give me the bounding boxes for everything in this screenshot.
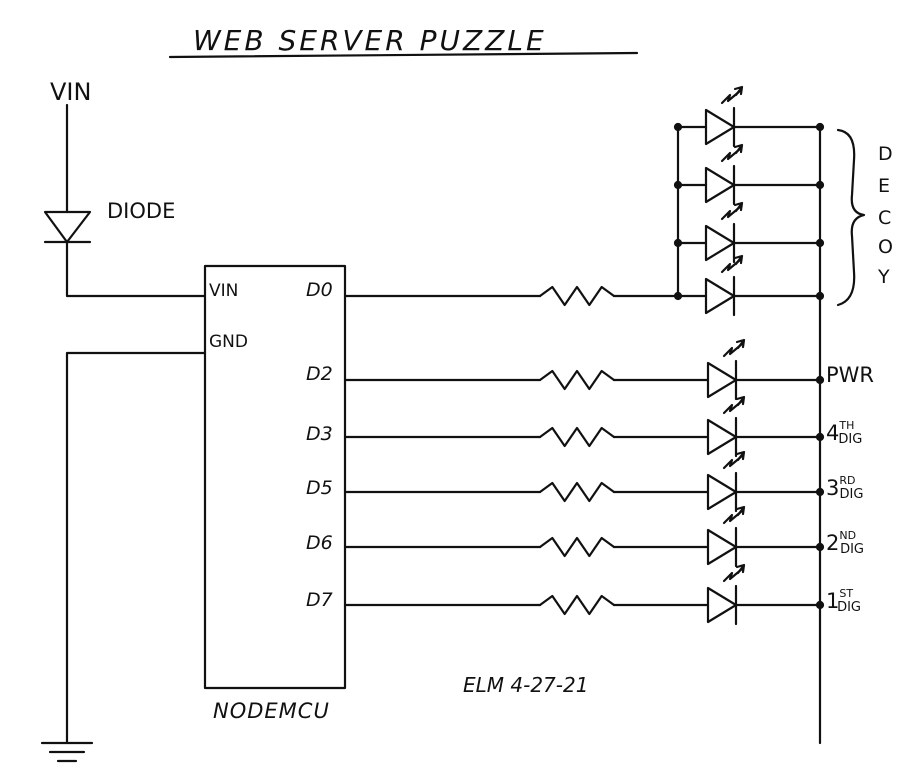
led-label-sup-4: ST xyxy=(839,587,853,600)
led-d5-arrow xyxy=(722,454,744,470)
pin-d2: D2 xyxy=(306,363,333,385)
supply-label: VIN xyxy=(50,78,91,106)
led-label-main-4: 1 xyxy=(826,589,839,613)
diode-symbol xyxy=(43,210,92,244)
decoy-led-2-arrowhead xyxy=(733,143,744,155)
led-d5-body xyxy=(706,473,738,511)
led-d3 xyxy=(706,395,746,458)
resistor-d6 xyxy=(538,536,616,558)
title-underline xyxy=(168,51,639,59)
pin-d5: D5 xyxy=(306,477,333,499)
junction-left-2 xyxy=(673,238,683,248)
led-d3-body xyxy=(706,418,738,456)
decoy-led-1-body xyxy=(704,108,736,146)
diode-label: DIODE xyxy=(107,199,175,223)
junction-left-3 xyxy=(673,291,683,301)
led-d2 xyxy=(706,338,746,401)
signature: ELM 4-27-21 xyxy=(463,673,588,697)
decoy-led-4 xyxy=(704,254,744,317)
junction-left-0 xyxy=(673,122,683,132)
led-d2-arrowhead xyxy=(735,338,746,350)
led-d2-arrow xyxy=(722,342,744,358)
decoy-led-2 xyxy=(704,143,744,206)
decoy-letter-4: Y xyxy=(877,266,890,288)
decoy-letter-0: D xyxy=(878,143,893,165)
led-d6-arrow xyxy=(722,509,744,525)
decoy-led-4-body xyxy=(704,277,736,315)
led-label-main-0: PWR xyxy=(826,363,874,387)
led-label-0: PWR xyxy=(826,363,874,387)
pin-d3: D3 xyxy=(306,423,333,445)
pin-d6: D6 xyxy=(306,532,333,554)
resistor-d0 xyxy=(538,285,616,307)
decoy-letter-3: O xyxy=(878,236,893,258)
led-label-main-1: 4 xyxy=(826,421,839,445)
led-d2-body xyxy=(706,361,738,399)
resistor-d7 xyxy=(538,594,616,616)
junction-left-1 xyxy=(673,180,683,190)
led-d5 xyxy=(706,450,746,513)
led-label-sup-1: TH xyxy=(838,419,854,432)
decoy-led-1-arrowhead xyxy=(733,85,744,97)
led-label-sub-3: DIG xyxy=(840,542,864,557)
led-d7-arrow xyxy=(722,567,744,583)
led-d3-arrow xyxy=(722,399,744,415)
led-label-sup-3: ND xyxy=(839,529,856,542)
decoy-led-3-body xyxy=(704,224,736,262)
decoy-brace xyxy=(836,128,866,307)
decoy-led-3-arrowhead xyxy=(733,201,744,213)
module-name: NODEMCU xyxy=(213,699,330,723)
nodemcu-module xyxy=(203,264,347,690)
decoy-led-2-arrow xyxy=(720,147,742,163)
led-label-sub-4: DIG xyxy=(837,600,861,615)
vin-to-module-wire xyxy=(65,240,207,298)
led-d7 xyxy=(706,563,746,626)
led-d7-body xyxy=(706,586,738,624)
led-d6-arrowhead xyxy=(735,505,746,517)
decoy-letter-2: C xyxy=(878,207,891,229)
decoy-led-3-arrow xyxy=(720,205,742,221)
decoy-led-4-arrowhead xyxy=(733,254,744,266)
pin-d7: D7 xyxy=(306,589,333,611)
pin-vin: VIN xyxy=(209,281,238,301)
led-label-main-3: 2 xyxy=(826,531,839,555)
ground-icon xyxy=(40,741,94,763)
decoy-led-2-body xyxy=(704,166,736,204)
led-label-sup-2: RD xyxy=(839,474,855,487)
led-d3-arrowhead xyxy=(735,395,746,407)
led-label-sub-1: DIG xyxy=(838,432,862,447)
schematic-title: WEB SERVER PUZZLE xyxy=(193,24,547,57)
pin-d0: D0 xyxy=(306,279,333,301)
resistor-d3 xyxy=(538,426,616,448)
decoy-letter-1: E xyxy=(878,175,890,197)
decoy-led-3 xyxy=(704,201,744,264)
led-d7-arrowhead xyxy=(735,563,746,575)
gnd-wire xyxy=(65,351,207,745)
pin-gnd: GND xyxy=(209,332,248,352)
decoy-led-1-arrow xyxy=(720,89,742,105)
led-label-main-2: 3 xyxy=(826,476,839,500)
led-d6 xyxy=(706,505,746,568)
led-d5-arrowhead xyxy=(735,450,746,462)
resistor-d2 xyxy=(538,369,616,391)
led-label-sub-2: DIG xyxy=(840,487,864,502)
decoy-led-4-arrow xyxy=(720,258,742,274)
decoy-led-1 xyxy=(704,85,744,148)
led-d6-body xyxy=(706,528,738,566)
resistor-d5 xyxy=(538,481,616,503)
